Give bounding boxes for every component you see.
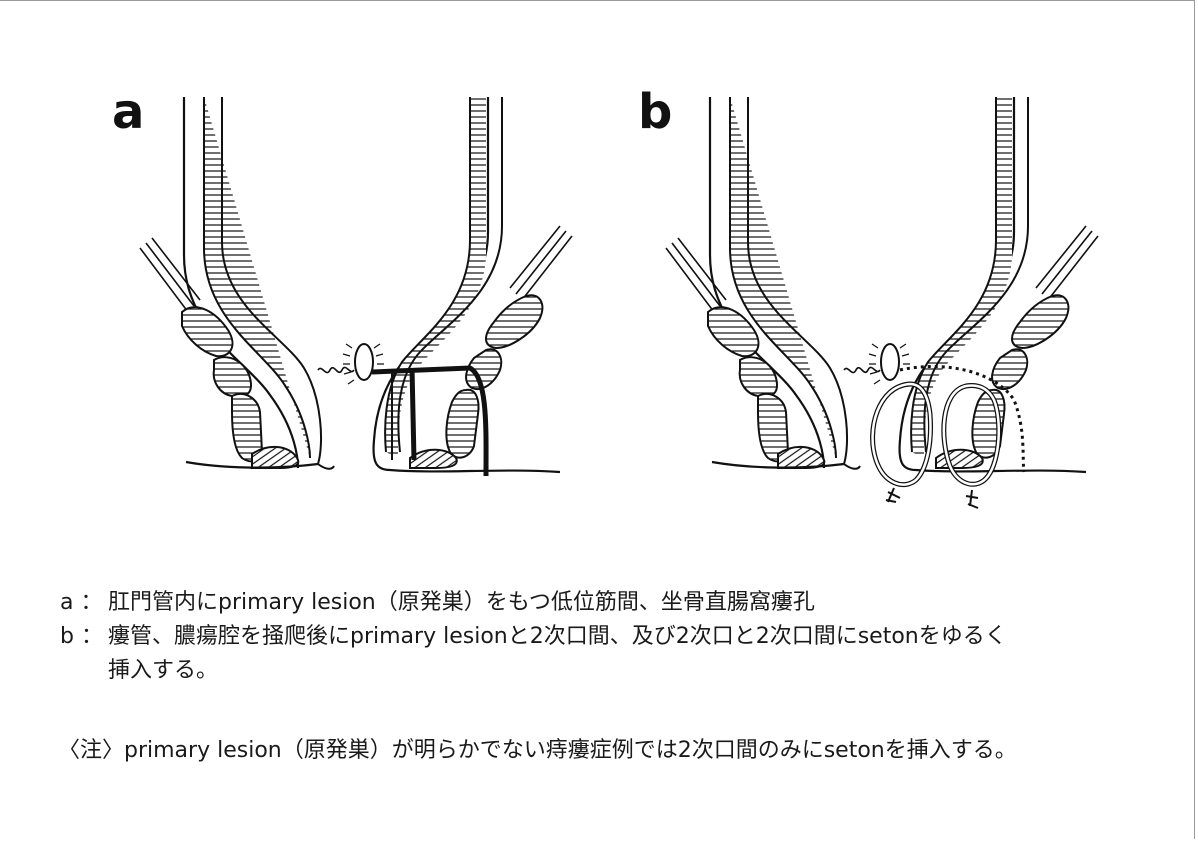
caption-a-sep: ： xyxy=(80,590,102,615)
caption-b-continuation: 挿入する。 xyxy=(108,655,218,687)
caption-b-text: 瘻管、膿瘍腔を掻爬後にprimary lesionと2次口間、及び2次口と2次口… xyxy=(108,624,1007,649)
panel-a-diagram xyxy=(140,97,572,476)
panel-b-diagram xyxy=(666,97,1098,508)
caption-a-key: a xyxy=(60,590,73,615)
caption-a-text: 肛門管内にprimary lesion（原発巣）をもつ低位筋間、坐骨直腸窩瘻孔 xyxy=(108,590,815,615)
caption-b: b ：瘻管、膿瘍腔を掻爬後にprimary lesionと2次口間、及び2次口と… xyxy=(60,621,1007,653)
caption-b-sep: ： xyxy=(81,624,103,649)
footnote: 〈注〉primary lesion（原発巣）が明らかでない痔瘻症例では2次口間の… xyxy=(58,735,1017,767)
caption-a: a ：肛門管内にprimary lesion（原発巣）をもつ低位筋間、坐骨直腸窩… xyxy=(60,587,815,619)
caption-b-key: b xyxy=(60,624,74,649)
